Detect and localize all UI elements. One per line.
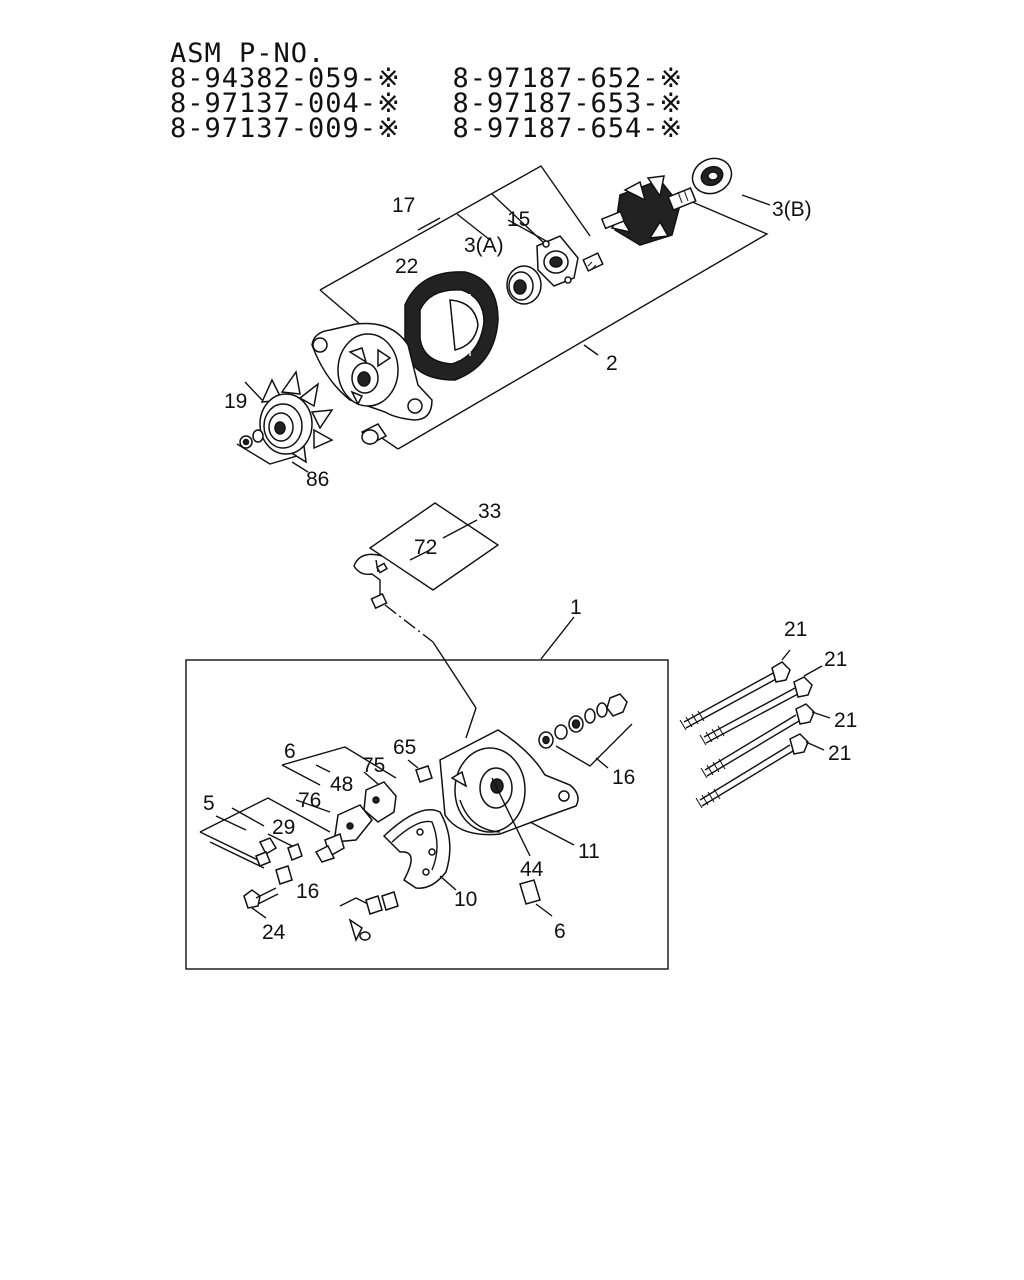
screw-set-16 [339, 891, 399, 943]
bolt-24 [243, 887, 279, 919]
harness-33 [353, 502, 500, 739]
callout-17: 17 [392, 194, 415, 217]
part-number: 8-97187-652-※ [452, 63, 684, 94]
callout-65: 65 [393, 736, 416, 759]
callout-19: 19 [224, 390, 247, 413]
callout-labels: 17 15 3(A) 3(B) 22 2 19 86 33 72 1 21 21… [203, 194, 857, 944]
callout-6-lower: 6 [554, 920, 566, 943]
asm-title: ASM P-NO. [170, 38, 326, 69]
callout-21-b: 21 [824, 648, 847, 671]
front-housing [311, 322, 433, 421]
part-number-row-3: 8-97137-009-※ 8-97187-654-※ [170, 115, 683, 142]
leader-lines-lower [491, 777, 575, 857]
callout-21-c: 21 [834, 709, 857, 732]
rectifier-10 [382, 808, 457, 891]
callout-2: 2 [606, 352, 618, 375]
through-bolts-21 [679, 649, 831, 809]
callout-15: 15 [507, 208, 530, 231]
part-number-row-2: 8-97137-004-※ 8-97187-653-※ [170, 90, 683, 117]
group-bracket-lines [236, 165, 771, 473]
nut-washer-86 [239, 429, 264, 449]
callout-24: 24 [262, 921, 286, 944]
callout-44: 44 [520, 858, 544, 881]
brush-holder-group [199, 797, 336, 885]
rotor-assembly [600, 175, 697, 246]
callout-86: 86 [306, 468, 329, 491]
bearing-3b [691, 157, 733, 195]
callout-22: 22 [395, 255, 418, 278]
callout-10: 10 [454, 888, 477, 911]
part-number: 8-97187-654-※ [452, 113, 684, 144]
callout-75: 75 [362, 754, 385, 777]
callout-21-d: 21 [828, 742, 851, 765]
callout-11: 11 [578, 840, 600, 863]
callout-76: 76 [298, 789, 321, 812]
terminal-6 [519, 879, 553, 917]
callout-6-upper: 6 [284, 740, 296, 763]
callout-16-upper: 16 [612, 766, 635, 789]
nut-washer-set-16 [538, 693, 633, 769]
callout-16-lower: 16 [296, 880, 319, 903]
pulley-fan-19 [259, 370, 334, 464]
spacer-sleeve [360, 423, 388, 445]
part-number: 8-97187-653-※ [452, 88, 684, 119]
stator-22 [404, 271, 499, 381]
callout-29: 29 [272, 816, 295, 839]
part-number: 8-97137-004-※ [170, 88, 401, 119]
part-number-row-1: 8-94382-059-※ 8-97187-652-※ [170, 65, 683, 92]
callout-72: 72 [414, 536, 437, 559]
callout-48: 48 [330, 773, 353, 796]
callout-5: 5 [203, 792, 215, 815]
part-number: 8-94382-059-※ [170, 63, 401, 94]
assembly-box-1 [185, 616, 669, 970]
part-number: 8-97137-009-※ [170, 113, 401, 144]
callout-21-a: 21 [784, 618, 807, 641]
bearing-3a [506, 265, 542, 305]
insulator-65 [407, 759, 433, 783]
callout-3a: 3(A) [464, 234, 504, 257]
rear-housing-11 [439, 729, 579, 836]
retainer-plate-15 [536, 235, 579, 287]
screw-small [582, 252, 604, 272]
callout-1: 1 [570, 596, 582, 619]
callout-33: 33 [478, 500, 501, 523]
callout-3b: 3(B) [772, 198, 812, 221]
